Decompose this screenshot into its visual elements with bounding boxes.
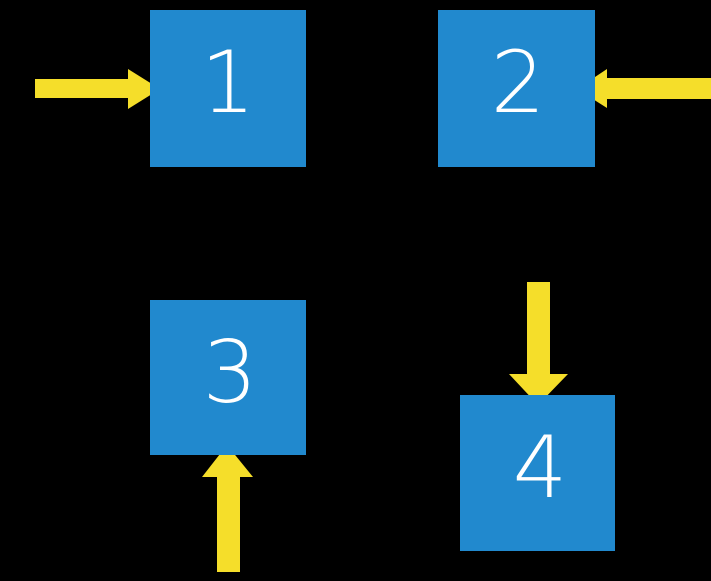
node-1-box[interactable] [150,10,306,167]
node-3[interactable]: 3 [150,300,306,455]
arrow-into-node-2[interactable] [577,69,711,108]
node-group: 1 2 3 4 [150,10,615,551]
node-4-box[interactable] [460,395,615,551]
arrow-into-node-1[interactable] [35,69,160,109]
arrow-group [35,69,711,572]
node-4[interactable]: 4 [460,395,615,551]
node-4-label: 4 [513,418,568,518]
arrow-into-node-4[interactable] [509,282,568,405]
node-1[interactable]: 1 [150,10,306,167]
node-2[interactable]: 2 [438,10,595,167]
node-2-box[interactable] [438,10,595,167]
node-2-label: 2 [491,33,546,133]
node-1-label: 1 [201,33,256,133]
node-3-box[interactable] [150,300,306,455]
node-3-label: 3 [203,323,258,423]
arrow-into-node-3[interactable] [202,445,253,572]
